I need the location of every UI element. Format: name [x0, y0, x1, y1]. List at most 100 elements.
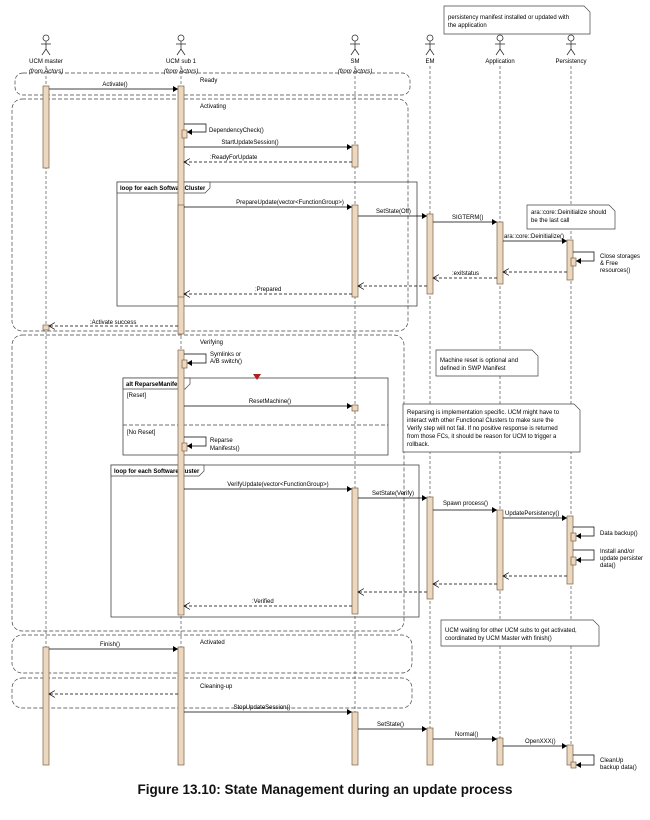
activation-bar — [181, 442, 188, 452]
state-label: Ready — [200, 78, 217, 84]
self-message-arrow — [573, 549, 595, 563]
message-label: update persister — [600, 556, 643, 562]
note-text: ara::core::Deinitialize should — [531, 210, 606, 216]
actor-icon — [495, 34, 505, 56]
message-label: ara::core::Deinitialize() — [504, 234, 564, 240]
actor-em: EM — [425, 34, 435, 65]
message-label: SetState(Verify) — [372, 491, 414, 497]
activation-bar — [351, 487, 359, 615]
note-text: from those FCs, it should be reason for … — [407, 434, 557, 440]
loop-frame — [110, 464, 420, 618]
self-message-arrow — [184, 436, 207, 449]
state-label: Verifying — [200, 340, 223, 346]
actor-name: UCM master — [29, 59, 63, 65]
note-text: UCM waiting for other UCM subs to get ac… — [445, 628, 577, 634]
message-label: StopUpdateSession() — [233, 705, 290, 711]
message-label: Spawn process() — [443, 501, 488, 507]
state-label: Activated — [200, 640, 225, 646]
message-label: Close storages — [600, 254, 640, 260]
activation-bar — [177, 204, 185, 298]
message-label: :exitstatus — [452, 271, 479, 277]
figure-caption: Figure 13.10: State Management during an… — [137, 782, 513, 797]
alt-guard: [Reset] — [127, 393, 146, 399]
self-message-arrow — [573, 754, 595, 768]
activation-bar — [570, 257, 577, 267]
frame-tab — [116, 181, 211, 194]
loop-frame — [116, 181, 418, 307]
note-text: coordinated by UCM Master with finish() — [445, 636, 552, 642]
message-label: Data backup() — [600, 531, 638, 537]
note-text: rollback. — [407, 442, 430, 448]
actor-icon — [350, 34, 360, 56]
note-text: be the last call — [531, 218, 569, 224]
self-message-arrow — [184, 123, 207, 135]
state-label: Cleaning-up — [200, 684, 233, 690]
activation-bar — [496, 509, 504, 591]
message-label: ResetMachine() — [249, 399, 291, 405]
sequence-diagram: UCM master UCM sub 1 SM EM Application P… — [11, 5, 643, 771]
message-label: Finish() — [100, 642, 120, 648]
activation-bar — [42, 324, 50, 331]
activation-bar — [496, 221, 504, 285]
message-label: Normal() — [455, 732, 478, 738]
alt-guard: [No Reset] — [127, 430, 156, 436]
message-label: resources() — [600, 268, 630, 274]
actor-icon — [41, 34, 51, 56]
activation-bar — [426, 727, 434, 766]
self-message-arrow — [184, 353, 207, 366]
note-reparsing: Reparsing is implementation specific. UC… — [402, 403, 581, 453]
actor-name: UCM sub 1 — [166, 59, 197, 65]
note-persistency-manifest: persistency manifest installed or update… — [443, 5, 591, 35]
activation-bar — [570, 761, 577, 769]
actor-name: Application — [485, 59, 514, 65]
self-message-arrow — [573, 251, 595, 264]
note-text: the application — [448, 23, 487, 29]
message-label: :Prepared — [255, 287, 281, 293]
activation-bar — [177, 349, 185, 616]
message-label: Symlinks or — [210, 352, 241, 358]
activation-bar — [351, 404, 359, 412]
note-text: Verify step will not fail. If no positiv… — [407, 426, 558, 432]
state-activated — [11, 634, 413, 674]
state-ready — [14, 72, 411, 96]
activation-bar — [426, 496, 434, 600]
self-message-arrow — [573, 526, 595, 539]
activation-bar — [570, 532, 577, 542]
message-label: A/B switch() — [210, 359, 242, 365]
actor-icon — [566, 34, 576, 56]
message-label: DependencyCheck() — [209, 128, 264, 134]
message-label: backup data() — [600, 765, 637, 771]
note-text: interact with other Functional Clusters … — [407, 418, 554, 424]
actor-name: Persistency — [555, 59, 586, 65]
activation-bar — [181, 359, 188, 369]
actor-application: Application — [485, 34, 515, 65]
note-text: Machine reset is optional and — [440, 358, 518, 364]
note-ucm-waiting: UCM waiting for other UCM subs to get ac… — [440, 619, 600, 647]
activation-bar — [351, 711, 359, 766]
activation-bar — [570, 556, 577, 566]
frame-label: loop for each SoftwareCluster — [114, 469, 200, 475]
message-label: StartUpdateSession() — [221, 140, 278, 146]
actor-icon — [425, 34, 435, 56]
state-activating — [11, 98, 409, 332]
message-label: Install and/or — [600, 549, 634, 555]
message-label: PrepareUpdate(vector<FunctionGroup>) — [236, 200, 344, 206]
actor-ucm-sub: UCM sub 1 — [166, 34, 197, 65]
state-verifying — [11, 334, 405, 632]
message-label: Manifests() — [210, 446, 240, 452]
message-label: OpenXXX() — [525, 739, 556, 745]
activation-bar — [181, 129, 188, 139]
message-label: Activate() — [102, 82, 127, 88]
note-text: persistency manifest installed or update… — [448, 15, 569, 21]
activation-bar — [351, 204, 359, 298]
message-label: VerifyUpdate(vector<FunctionGroup>) — [227, 482, 328, 488]
red-triangle-icon — [253, 374, 261, 380]
message-label: SIGTERM() — [452, 215, 483, 221]
activation-bar — [177, 646, 185, 766]
message-label: Reparse — [210, 438, 233, 444]
actor-ucm-master: UCM master — [29, 34, 63, 65]
note-machine-reset: Machine reset is optional and defined in… — [435, 349, 539, 377]
activation-bar — [496, 737, 504, 766]
message-label: SetState(Off) — [376, 209, 411, 215]
message-label: data() — [600, 563, 616, 569]
